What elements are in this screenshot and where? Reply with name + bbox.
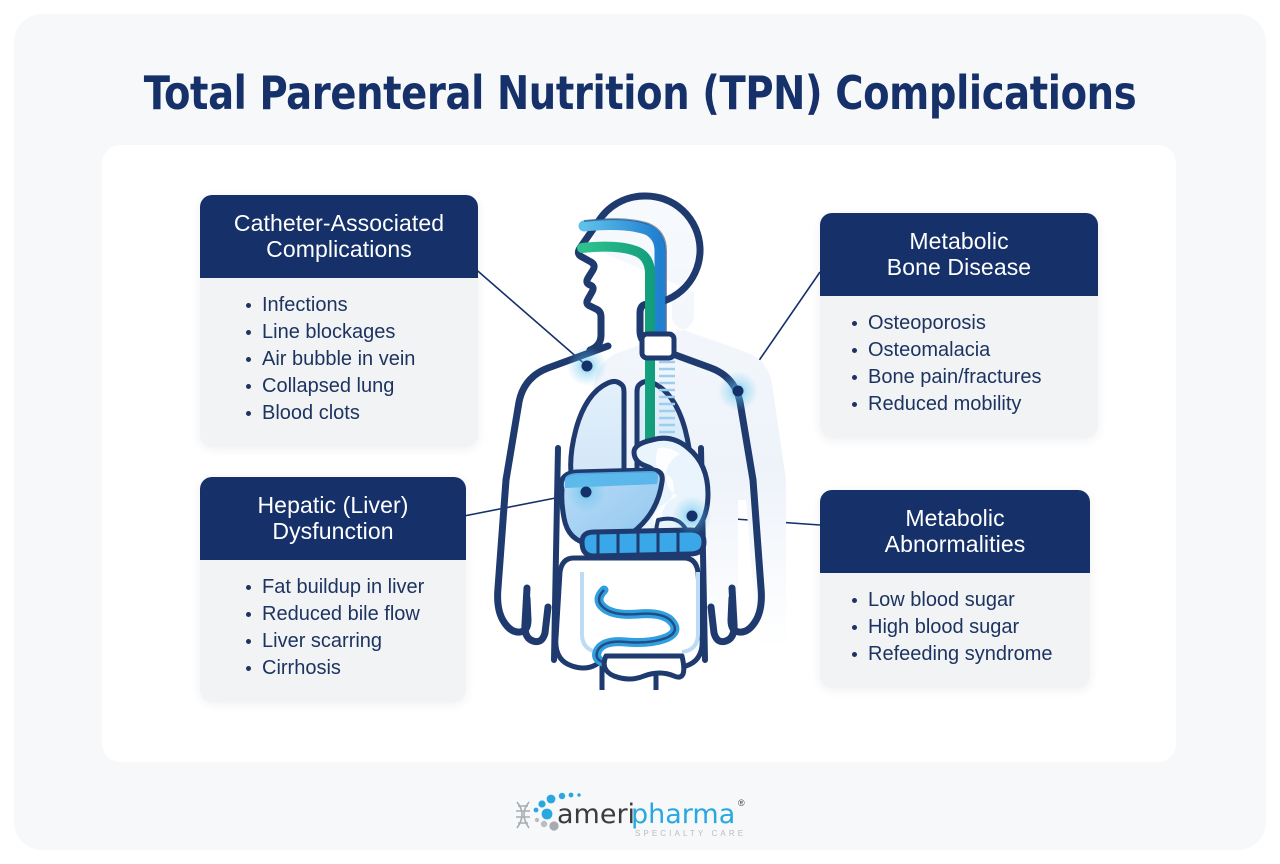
card-hepatic-liver-dysfunction[interactable]: Hepatic (Liver) Dysfunction Fat buildup … (200, 477, 466, 702)
tube-collar (639, 331, 677, 361)
card-title-line2: Complications (266, 236, 412, 263)
spine-ladder (659, 360, 675, 441)
logo-text-part2: pharma (631, 799, 735, 830)
infographic-page: Total Parenteral Nutrition (TPN) Complic… (14, 14, 1266, 850)
card-body: Infections Line blockages Air bubble in … (200, 278, 478, 447)
list-item: Blood clots (244, 400, 468, 427)
card-header: Catheter-Associated Complications (200, 195, 478, 279)
trachea-tube-blue-outline (583, 218, 667, 348)
list-item: Low blood sugar (850, 587, 1080, 614)
head-outline (636, 192, 704, 350)
left-hand (521, 584, 552, 646)
card-title-line1: Hepatic (Liver) (257, 492, 409, 518)
card-list: Osteoporosis Osteomalacia Bone pain/frac… (850, 310, 1088, 418)
small-intestine-outline (595, 589, 677, 668)
list-item: Reduced bile flow (244, 601, 456, 628)
list-item: Refeeding syndrome (850, 641, 1080, 668)
page-title: Total Parenteral Nutrition (TPN) Complic… (143, 66, 1137, 120)
logo-registered-mark: ® (738, 798, 745, 808)
torso-outline-left (502, 342, 612, 484)
human-body-illustration (462, 190, 822, 705)
card-body: Fat buildup in liver Reduced bile flow L… (200, 560, 466, 702)
list-item: Collapsed lung (244, 373, 468, 400)
card-title-line1: Metabolic (909, 228, 1009, 254)
card-metabolic-bone-disease[interactable]: Metabolic Bone Disease Osteoporosis Oste… (820, 213, 1098, 438)
list-item: Air bubble in vein (244, 346, 468, 373)
transverse-colon-bumps (596, 532, 680, 554)
list-item: Fat buildup in liver (244, 574, 456, 601)
list-item: Liver scarring (244, 628, 456, 655)
card-title-line2: Dysfunction (272, 518, 394, 545)
card-title-line2: Abnormalities (884, 531, 1026, 558)
lower-intestine-loops (601, 653, 687, 682)
logo-text-part1: ameri (557, 799, 635, 830)
metabolic-marker (672, 496, 712, 536)
card-header: Metabolic Bone Disease (820, 213, 1098, 297)
right-hand (707, 584, 738, 646)
card-title-line2: Bone Disease (886, 254, 1032, 281)
ameripharma-logo[interactable]: ameri pharma ® SPECIALTY CARE (14, 790, 1266, 842)
card-catheter-associated-complications[interactable]: Catheter-Associated Complications Infect… (200, 195, 478, 447)
list-item: High blood sugar (850, 614, 1080, 641)
liver-marker (566, 472, 606, 512)
list-item: Osteoporosis (850, 310, 1088, 337)
logo-dot-cluster (533, 792, 581, 831)
card-list: Fat buildup in liver Reduced bile flow L… (244, 574, 456, 682)
logo-tagline: SPECIALTY CARE (635, 829, 746, 838)
card-title-line1: Metabolic (905, 505, 1005, 531)
list-item: Osteomalacia (850, 337, 1088, 364)
trachea-tube-blue (578, 219, 666, 354)
card-body: Osteoporosis Osteomalacia Bone pain/frac… (820, 296, 1098, 438)
card-metabolic-abnormalities[interactable]: Metabolic Abnormalities Low blood sugar … (820, 490, 1090, 689)
list-item: Cirrhosis (244, 655, 456, 682)
transverse-colon (579, 527, 707, 559)
card-body: Low blood sugar High blood sugar Refeedi… (820, 573, 1090, 689)
card-list: Low blood sugar High blood sugar Refeedi… (850, 587, 1080, 668)
card-header: Hepatic (Liver) Dysfunction (200, 477, 466, 561)
list-item: Bone pain/fractures (850, 364, 1088, 391)
list-item: Infections (244, 292, 468, 319)
card-title-line1: Catheter-Associated (233, 210, 445, 236)
list-item: Reduced mobility (850, 391, 1088, 418)
bone-marker (718, 371, 758, 411)
card-list: Infections Line blockages Air bubble in … (244, 292, 468, 426)
dna-helix-icon (516, 801, 530, 829)
list-item: Line blockages (244, 319, 468, 346)
catheter-marker (567, 346, 607, 386)
card-header: Metabolic Abnormalities (820, 490, 1090, 574)
